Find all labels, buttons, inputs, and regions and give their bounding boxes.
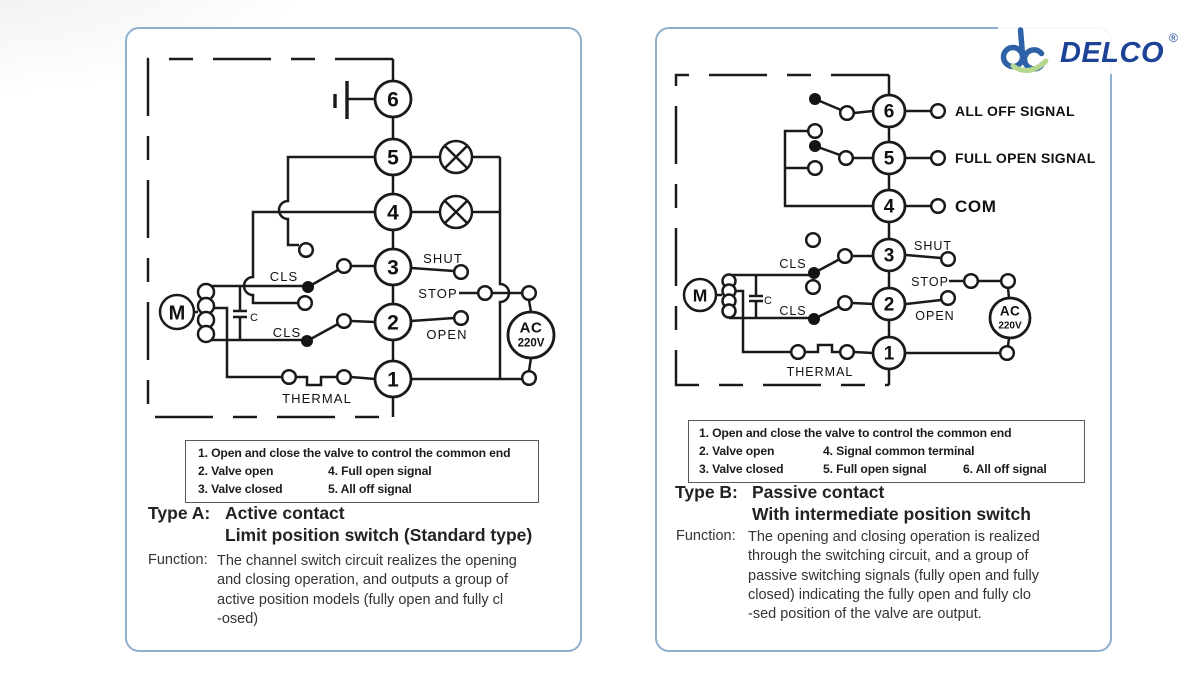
type-label: Type A: <box>148 503 211 523</box>
legend-item: 3. Valve closed <box>198 482 283 496</box>
legend-row: 3. Valve closed 5. All off signal <box>198 480 538 498</box>
legend-item: 4. Signal common terminal <box>823 444 975 458</box>
type-b-heading: Type B: Passive contact With intermediate… <box>675 482 1031 525</box>
legend-row: 2. Valve open 4. Full open signal <box>198 462 538 480</box>
legend-row: 1. Open and close the valve to control t… <box>699 424 1084 442</box>
heading-line2: Limit position switch (Standard type) <box>225 524 533 545</box>
legend-item: 1. Open and close the valve to control t… <box>699 426 1012 440</box>
heading-line2: With intermediate position switch <box>752 503 1031 524</box>
legend-item: 5. All off signal <box>328 482 412 496</box>
legend-item: 2. Valve open <box>198 464 274 478</box>
legend-box-b: 1. Open and close the valve to control t… <box>688 420 1085 483</box>
legend-item: 6. All off signal <box>963 462 1047 476</box>
legend-item: 4. Full open signal <box>328 464 432 478</box>
heading-line1: Active contact <box>225 503 345 523</box>
registered-mark: ® <box>1169 31 1178 45</box>
type-label: Type B: <box>675 482 738 502</box>
heading-line1: Passive contact <box>752 482 885 502</box>
legend-row: 1. Open and close the valve to control t… <box>198 444 538 462</box>
legend-item: 2. Valve open <box>699 444 775 458</box>
legend-box-a: 1. Open and close the valve to control t… <box>185 440 539 503</box>
function-description: The opening and closing operation is rea… <box>748 529 1040 623</box>
function-label: Function: <box>676 528 736 544</box>
legend-row: 2. Valve open 4. Signal common terminal <box>699 442 1084 460</box>
legend-item: 5. Full open signal <box>823 462 927 476</box>
function-label: Function: <box>148 552 208 568</box>
legend-row: 3. Valve closed 5. Full open signal 6. All… <box>699 460 1084 478</box>
function-description: The channel switch circuit realizes the … <box>217 553 517 627</box>
legend-item: 3. Valve closed <box>699 462 784 476</box>
type-a-heading: Type A: Active contact Limit position swi… <box>148 503 532 546</box>
legend-item: 1. Open and close the valve to control t… <box>198 446 511 460</box>
